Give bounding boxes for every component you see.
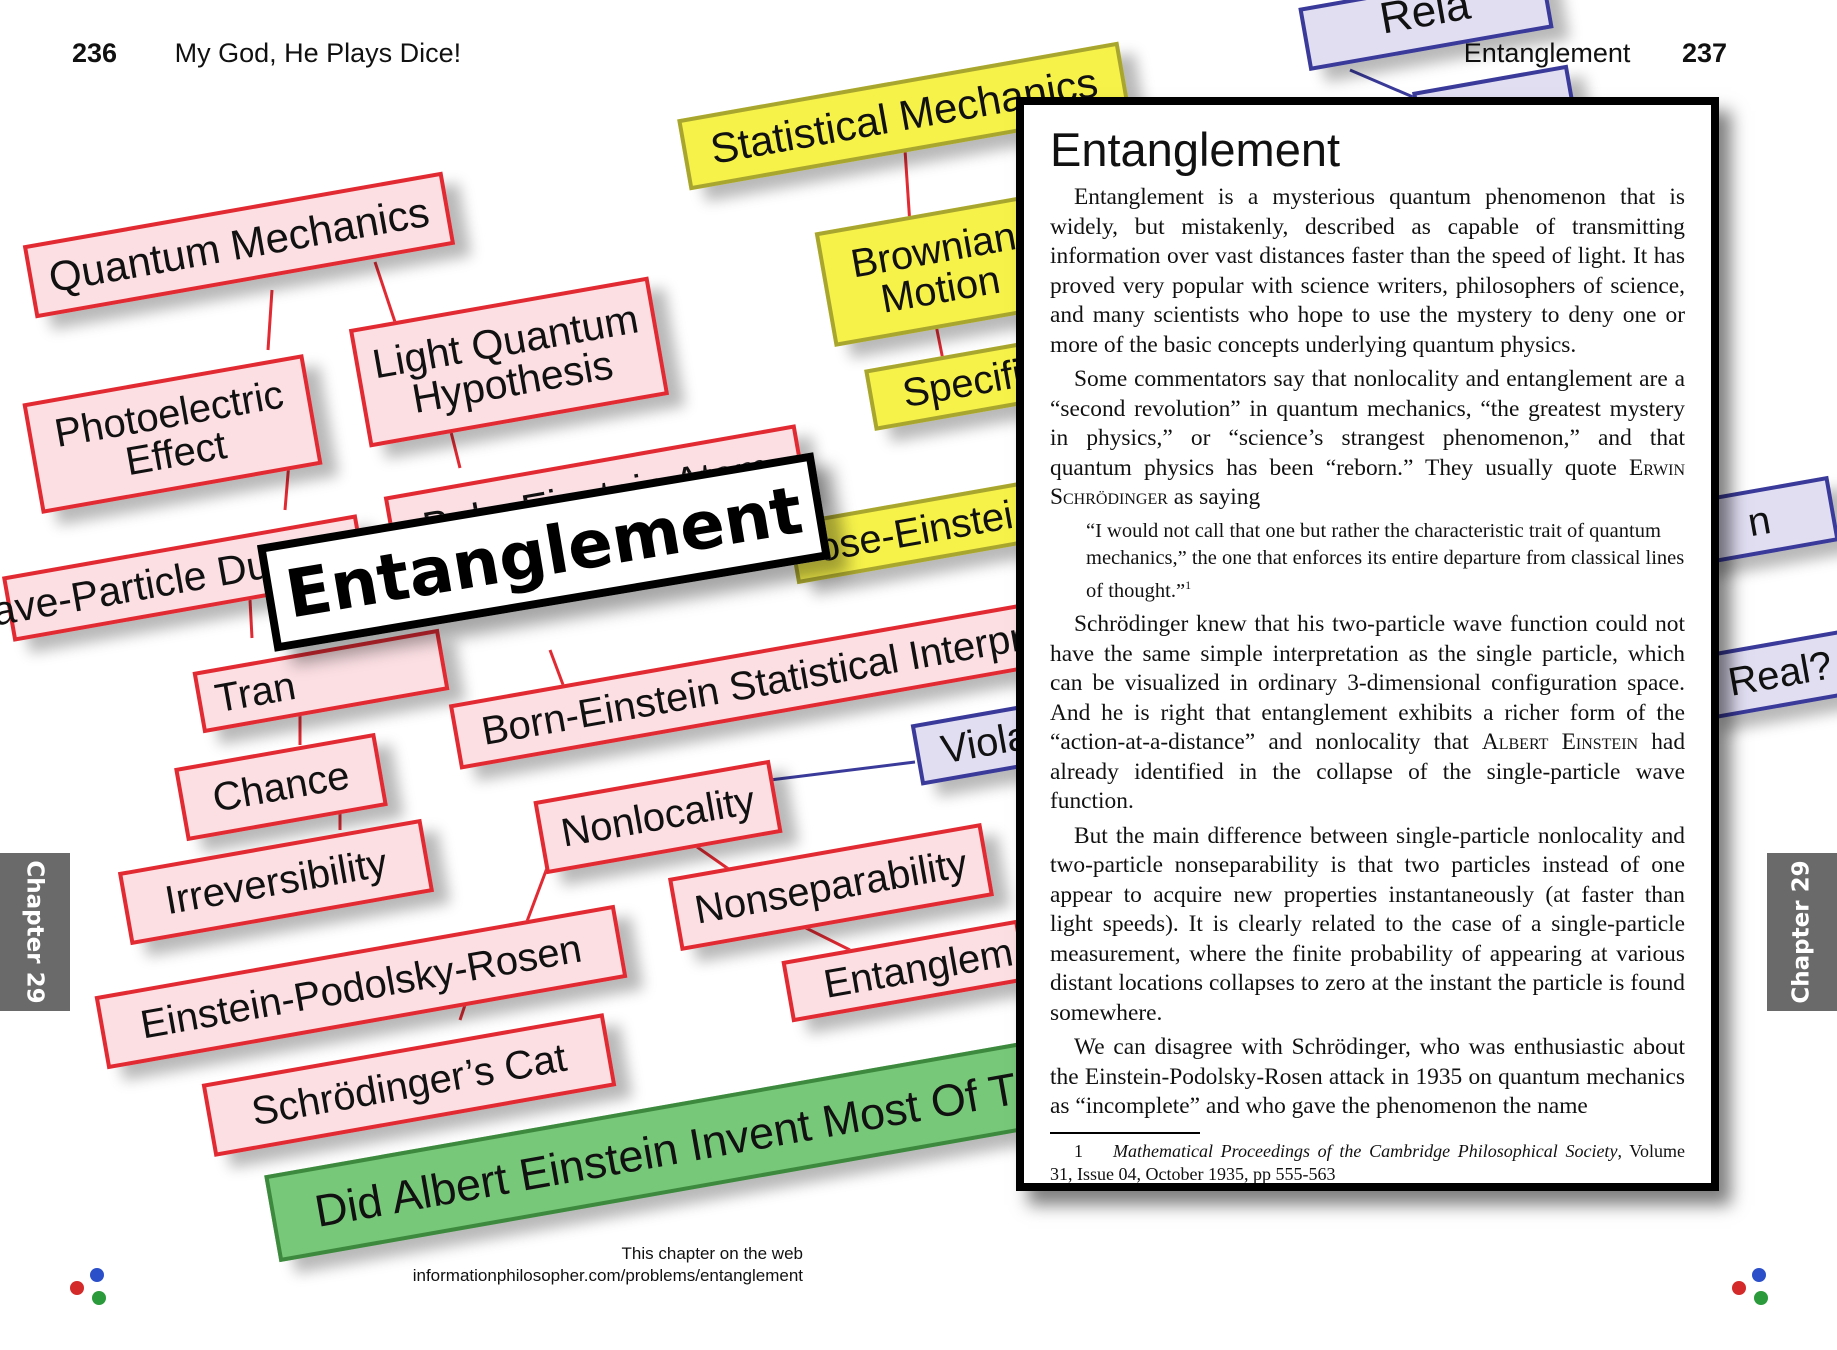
article-paragraph-5: We can disagree with Schrödinger, who wa… [1050, 1034, 1685, 1120]
article-paragraph-1: Entanglement is a mysterious quantum phe… [1050, 184, 1685, 358]
right-page-number: 237 [1681, 38, 1727, 68]
footnote-rest: , Volume 31, Issue 04, October 1935, pp … [1050, 1140, 1685, 1184]
link-bohr-born [548, 649, 567, 691]
footnote-rule [1050, 1131, 1200, 1134]
p2-text-a: Some commentators say that nonlocality a… [1050, 366, 1685, 481]
p2-text-b: as saying [1167, 484, 1261, 511]
footnote: 1 Mathematical Proceedings of the Cambrid… [1050, 1140, 1685, 1184]
chapter-tab-left-label: Chapter 29 [22, 860, 49, 1004]
logo-blue-dot [1752, 1268, 1766, 1282]
logo-green-dot [92, 1291, 106, 1305]
node-right-partial-label: n [1744, 497, 1774, 546]
footnote-number: 1 [1074, 1140, 1083, 1161]
logo-blue-dot [90, 1268, 104, 1282]
left-page-number: 236 [72, 38, 118, 68]
article-panel: Entanglement Entanglement is a mysteriou… [1016, 97, 1719, 1191]
web-note-line1: This chapter on the web [621, 1244, 803, 1263]
link-qm-photoelectric [266, 289, 274, 351]
p3-text-b: had already identified in the collapse o… [1050, 729, 1686, 815]
p2-name: Erwin Schrödinger [1050, 454, 1685, 511]
logo-green-dot [1754, 1291, 1768, 1305]
right-running-title: Entanglement [1463, 38, 1631, 68]
right-page-header: Entanglement 237 [1464, 38, 1727, 69]
web-note-line2[interactable]: informationphilosopher.com/problems/enta… [412, 1266, 803, 1285]
link-relativity [1349, 68, 1421, 102]
node-chance-label: Chance [209, 753, 353, 821]
node-specific-label: Specifi [899, 351, 1026, 417]
node-photoelectric-label: Photoelectric Effect [51, 372, 287, 485]
web-note: This chapter on the web informationphilo… [413, 1243, 803, 1287]
link-qm-lightquantum [373, 261, 397, 323]
left-running-title: My God, He Plays Dice! [174, 38, 462, 68]
link-statmech-brownian [903, 149, 912, 226]
p3-text-a: Schrödinger knew that his two-particle w… [1050, 611, 1685, 756]
article-heading: Entanglement [1050, 123, 1341, 176]
article-paragraph-4: But the main difference between single-p… [1050, 822, 1685, 1026]
chapter-tab-left: Chapter 29 [0, 853, 70, 1011]
logo-red-dot [1732, 1281, 1746, 1295]
logo-red-dot [70, 1281, 84, 1295]
article-paragraph-3: Schrödinger knew that his two-particle w… [1050, 610, 1685, 817]
link-duality-transition [248, 599, 254, 639]
block-quote: “I would not call that one but rather th… [1086, 518, 1685, 605]
chapter-tab-right: Chapter 29 [1767, 853, 1837, 1011]
quote-text: “I would not call that one but rather th… [1086, 519, 1685, 602]
footnote-title: Mathematical Proceedings of the Cambridg… [1113, 1140, 1618, 1161]
link-nonlocality-violation [769, 760, 916, 782]
chapter-tab-right-label: Chapter 29 [1789, 860, 1816, 1004]
node-real-label: Real? [1724, 643, 1836, 705]
left-page-header: 236 My God, He Plays Dice! [72, 38, 461, 69]
link-nonseparability-entanglement [799, 923, 851, 952]
article-paragraph-2: Some commentators say that nonlocality a… [1050, 365, 1685, 513]
p3-name: Albert Einstein [1481, 729, 1639, 756]
quote-footnote-ref: 1 [1185, 577, 1192, 592]
node-transition-label: Tran [211, 663, 299, 722]
node-relativity-label: Rela [1376, 0, 1474, 44]
